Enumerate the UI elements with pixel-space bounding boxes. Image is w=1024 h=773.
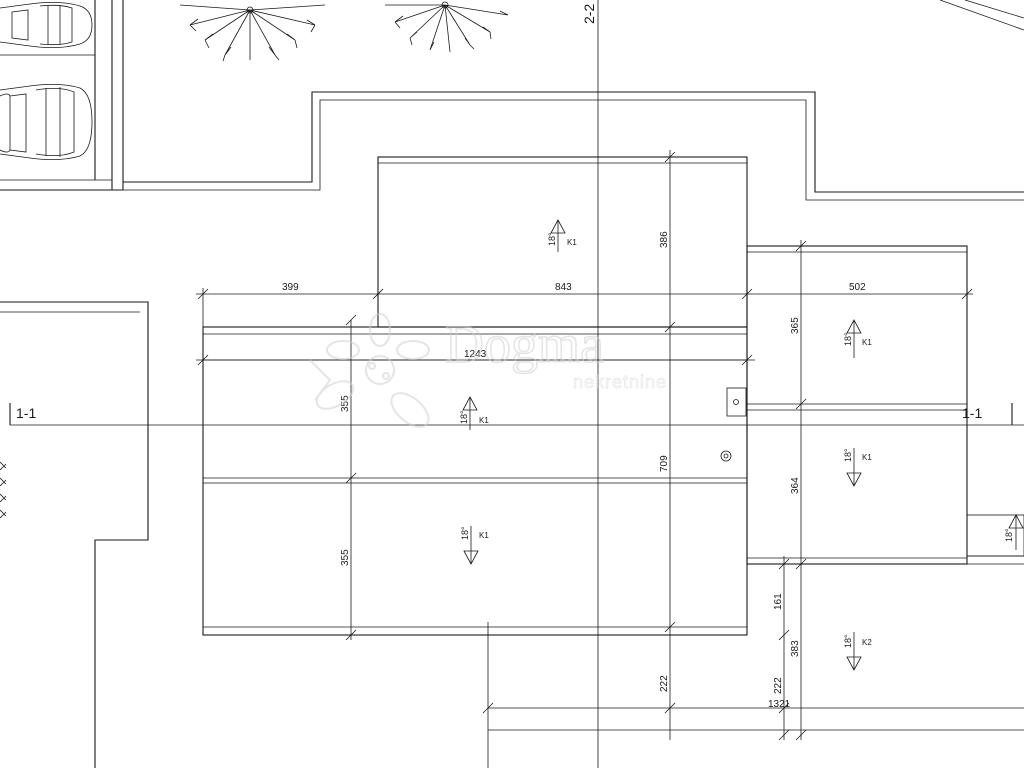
section-label-left: 1-1	[16, 405, 36, 421]
roof-slope-label: 18°	[459, 410, 469, 424]
car-icon	[0, 2, 93, 48]
roof-slope-label: 18°	[547, 232, 557, 246]
slope-arrow-up-icon	[462, 396, 478, 430]
dimension-label: 843	[555, 282, 572, 293]
slope-arrow-down-icon	[846, 632, 862, 671]
roof-type-label: K1	[479, 531, 489, 540]
dimension-label: 222	[659, 675, 670, 692]
slope-arrow-up-icon	[550, 219, 566, 252]
parking-area	[0, 0, 124, 191]
watermark-logo: Dogma nekretnine	[309, 313, 667, 428]
dimension-label: 502	[849, 282, 866, 293]
section-label-right: 1-1	[962, 405, 982, 421]
dimension-label: 161	[773, 593, 784, 610]
roof-slope-label: 18°	[460, 526, 470, 540]
roof-slope-label: 18°	[1004, 528, 1014, 542]
dimension-label: 222	[773, 677, 784, 694]
dimension-label: 383	[790, 640, 801, 657]
dimension-label: 399	[282, 282, 299, 293]
roof-type-label: K1	[862, 453, 872, 462]
roof-type-label: K1	[862, 338, 872, 347]
dimension-label: 709	[659, 455, 670, 472]
slope-arrow-up-icon	[1008, 514, 1024, 550]
watermark-name: Dogma	[445, 314, 604, 374]
roof-type-label: K2	[862, 638, 872, 647]
watermark-tagline: nekretnine	[573, 372, 667, 392]
section-lines	[9, 0, 1024, 768]
dimension-label: 355	[340, 395, 351, 412]
dimension-lines	[196, 150, 973, 741]
roof-type-label: K1	[479, 416, 489, 425]
dimension-label: 1243	[464, 349, 487, 360]
left-hatch	[0, 461, 7, 519]
roof-slope-label: 18°	[843, 448, 853, 462]
roof-type-label: K1	[567, 238, 577, 247]
car-icon	[0, 84, 93, 160]
dimension-label: 386	[659, 231, 670, 248]
dimension-label: 364	[790, 477, 801, 494]
dimension-label: 365	[790, 317, 801, 334]
section-label-top: 2-2	[581, 4, 597, 24]
roof-slope-label: 18°	[843, 634, 853, 648]
tree-icon	[179, 4, 326, 62]
slope-arrow-down-icon	[846, 448, 862, 487]
slope-arrow-down-icon	[463, 526, 479, 565]
dimension-label: 1321	[768, 699, 791, 710]
tree-icon	[385, 1, 509, 53]
roof-outline	[202, 156, 1024, 768]
dimension-label: 355	[340, 549, 351, 566]
slope-arrow-up-icon	[846, 319, 862, 358]
roof-slope-label: 18°	[843, 332, 853, 346]
